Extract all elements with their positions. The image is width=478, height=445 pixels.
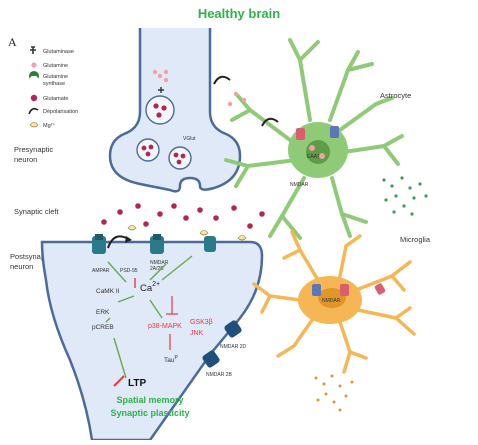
nmdar-2a2b-label-1: NMDAR	[150, 260, 169, 266]
eaat-label: EAAT	[307, 154, 320, 160]
inhibition-marks	[166, 296, 178, 350]
glutamine-icon	[31, 62, 37, 68]
synaptic-cleft-label: Synaptic cleft	[14, 207, 60, 216]
postsynaptic-label-2: neuron	[10, 262, 33, 271]
legend-label-glutamine: Glutamine	[43, 63, 68, 69]
presynaptic-label-2: neuron	[14, 155, 37, 164]
postsynaptic-label-1: Postsynaptic	[10, 252, 53, 261]
astrocyte-label: Astrocyte	[380, 91, 411, 100]
legend-label-synthase-1: Glutamine	[43, 74, 68, 80]
ltp-label: LTP	[128, 378, 146, 389]
diagram-title: Healthy brain	[198, 6, 280, 21]
astrocyte-dots	[382, 176, 428, 216]
vglut-label: VGlut	[183, 136, 196, 142]
camk-label: CaMK II	[96, 288, 120, 295]
glutaminase-icon	[30, 46, 36, 54]
ampar-receptor	[92, 234, 106, 254]
vesicle-2	[136, 138, 160, 162]
outcome-spatial-memory: Spatial memory	[116, 395, 183, 405]
vesicle-1	[145, 95, 175, 125]
legend-label-depolarisation: Dépolarisation	[43, 109, 78, 115]
legend-label-magnesium: Mg²⁺	[43, 122, 55, 129]
mg-ion-2	[199, 230, 209, 236]
microglia-dots	[314, 374, 354, 412]
psd95-label: PSD-95	[120, 268, 138, 274]
legend-label-glutaminase: Glutaminase	[43, 49, 74, 55]
astro-arrow-1	[213, 75, 231, 85]
jnk-label: JNK	[190, 330, 204, 337]
calcium-label: Ca2+	[140, 281, 160, 294]
vesicle-3	[168, 146, 192, 170]
glutaminase-marker	[158, 87, 164, 93]
extrasynaptic-nmdar-2d	[224, 320, 242, 338]
cleft-glutamate	[101, 203, 265, 229]
astro-arrow-2	[261, 117, 279, 127]
panel-letter: A	[8, 35, 17, 49]
microglia-label: Microglia	[400, 235, 431, 244]
presynaptic-neuron: VGlut	[108, 28, 242, 193]
astrocyte-nmdar-label: NMDAR	[290, 182, 309, 188]
glutamine-synthase-icon	[29, 71, 39, 79]
nmdar-2a2b-label-2: 2A/2B	[150, 266, 164, 272]
microglia-nmdar-label: NMDAR	[322, 298, 341, 304]
signaling-arrows	[105, 255, 193, 379]
extrasynaptic-nmdar-2b	[202, 350, 220, 368]
pcreb-label: pCREB	[92, 324, 114, 331]
gsk-label: GSK3β	[190, 319, 213, 326]
microglia	[252, 230, 416, 374]
legend-label-synthase-2: synthase	[43, 81, 65, 87]
depolarisation-icon	[28, 107, 39, 115]
magnesium-icon	[29, 122, 39, 128]
outcome-synaptic-plasticity: Synaptic plasticity	[110, 408, 189, 418]
presynaptic-label-1: Presynaptic	[14, 145, 53, 154]
tau-label: TauP	[164, 355, 178, 364]
nmdar-receptor-2a2b	[150, 234, 164, 254]
legend: Glutaminase Glutamine Glutamine synthase…	[28, 46, 78, 129]
mg-ion-3	[237, 235, 247, 241]
mg-ion-1	[127, 225, 137, 231]
p38-label: p38-MAPK	[148, 323, 182, 330]
nmdar-2d-label: NMDAR 2D	[220, 344, 247, 350]
ampar-label: AMPAR	[92, 268, 110, 274]
erk-label: ERK	[96, 309, 110, 316]
nmdar-2b-label: NMDAR 2B	[206, 372, 233, 378]
glutamate-icon	[30, 94, 38, 102]
astrocyte	[224, 38, 404, 240]
legend-label-glutamate: Glutamate	[43, 96, 68, 102]
membrane-channel	[204, 236, 216, 252]
